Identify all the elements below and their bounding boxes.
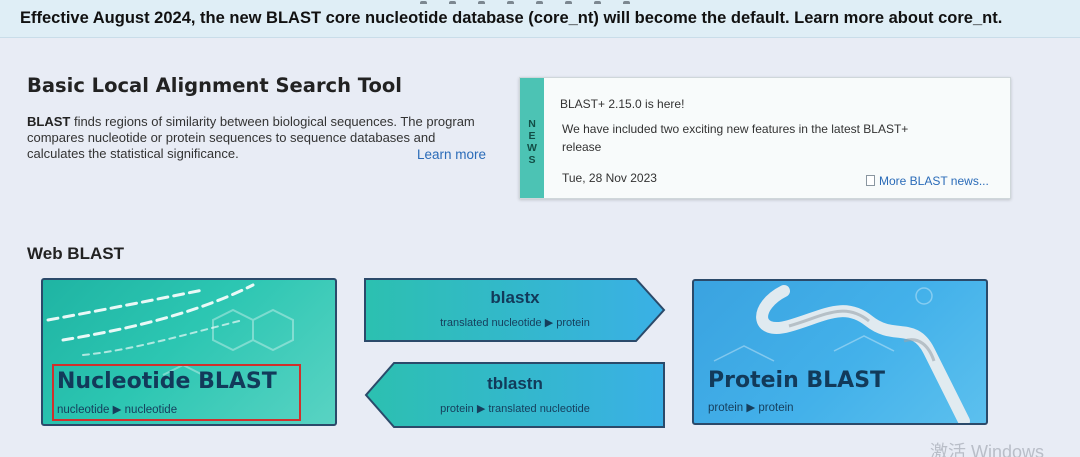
nucleotide-blast-title: Nucleotide BLAST [57,369,277,394]
announcement-banner: Effective August 2024, the new BLAST cor… [0,0,1080,38]
page-title: Basic Local Alignment Search Tool [27,74,402,97]
nucleotide-blast-subtitle: nucleotide ▶ nucleotide [57,404,178,416]
nucleotide-blast-card[interactable]: Nucleotide BLAST nucleotide ▶ nucleotide [41,278,337,426]
tblastn-title: tblastn [487,374,543,393]
news-letter: W [527,142,537,154]
protein-blast-card[interactable]: Protein BLAST protein ▶ protein [692,279,988,425]
news-date: Tue, 28 Nov 2023 [562,171,657,185]
tblastn-button[interactable]: tblastn protein ▶ translated nucleotide [364,362,666,428]
intro-description-text: finds regions of similarity between biol… [27,114,475,161]
news-headline[interactable]: BLAST+ 2.15.0 is here! [560,97,685,111]
protein-blast-subtitle: protein ▶ protein [708,402,794,414]
news-letter: S [528,154,536,166]
web-blast-heading: Web BLAST [27,244,124,263]
highlight-box [52,364,301,421]
right-arrow-shape [364,278,666,342]
news-letter: N [528,118,536,130]
more-news-link[interactable]: More BLAST news... [866,174,989,188]
tblastn-subtitle: protein ▶ translated nucleotide [440,403,590,415]
protein-helix-graphic [713,285,970,423]
document-icon [866,175,875,186]
intro-description: BLAST finds regions of similarity betwee… [27,114,477,162]
news-letter: E [528,130,536,142]
banner-text: Effective August 2024, the new BLAST cor… [20,9,795,27]
banner-clipped-text [420,0,680,4]
intro-blast-bold: BLAST [27,114,71,129]
blastx-subtitle: translated nucleotide ▶ protein [440,317,590,329]
news-panel: N E W S BLAST+ 2.15.0 is here! We have i… [519,77,1011,199]
left-arrow-shape [364,362,665,428]
protein-blast-title: Protein BLAST [708,368,886,393]
news-strip [520,78,544,198]
banner-message: Effective August 2024, the new BLAST cor… [20,9,1002,28]
blastx-button[interactable]: blastx translated nucleotide ▶ protein [364,278,666,342]
more-news-label: More BLAST news... [879,174,989,188]
windows-activation-watermark: 激活 Windows [930,442,1045,457]
banner-learn-more-link[interactable]: Learn more about core_nt. [794,9,1003,27]
news-body: We have included two exciting new featur… [562,122,909,154]
news-label: N E W S [520,118,544,166]
blastx-title: blastx [490,288,540,307]
learn-more-link[interactable]: Learn more [417,147,487,162]
dna-helix-graphic [46,283,294,376]
